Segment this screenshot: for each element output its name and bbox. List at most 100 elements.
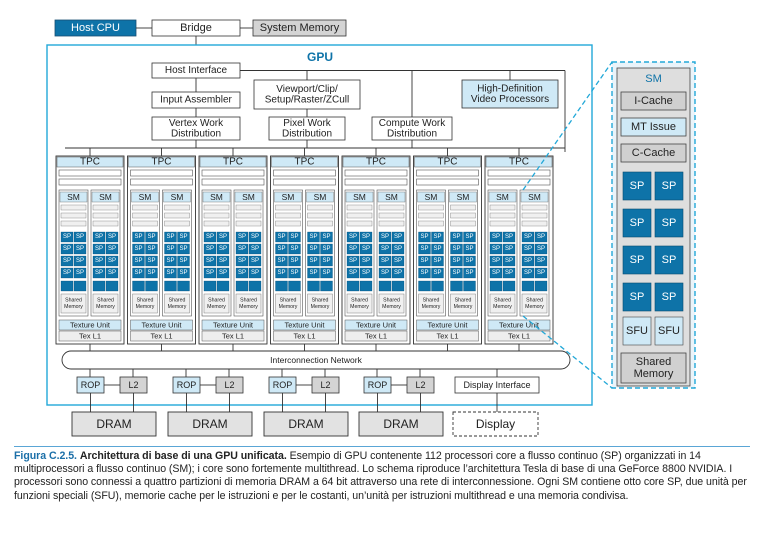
tpc-geometry-bar <box>344 169 408 177</box>
sp-cell-label: SP <box>505 258 513 264</box>
sp-cell <box>248 255 262 267</box>
sfu-cell <box>275 280 288 292</box>
dram-label: DRAM <box>96 417 131 431</box>
sm-header <box>202 191 231 203</box>
sm-shared-memory-label: Shared <box>65 298 82 304</box>
display-box <box>452 411 539 437</box>
sp-cell-label: SP <box>238 258 246 264</box>
sp-cell-label: SP <box>134 246 142 252</box>
sm-label: SM <box>67 192 80 202</box>
sp-cell <box>431 243 444 255</box>
sp-cell <box>105 231 119 243</box>
sp-cell-label: SP <box>433 270 441 276</box>
sm-header <box>520 191 549 203</box>
sp-cell <box>359 231 373 243</box>
interconnection-network-label: Interconnection Network <box>270 355 362 365</box>
sm-detail-sfu-label: SFU <box>658 325 680 337</box>
rop-label: ROP <box>368 380 388 390</box>
sp-cell-label: SP <box>134 270 142 276</box>
tex-l1-label: Tex L1 <box>79 332 101 341</box>
sp-cell-label: SP <box>206 258 214 264</box>
sp-cell <box>534 267 548 279</box>
sm-cache-row <box>346 212 373 219</box>
tpc-header <box>485 156 553 168</box>
rop-label: ROP <box>177 380 197 390</box>
tpc-controller-bar <box>130 178 193 186</box>
sm-detail-title: SM <box>645 73 662 85</box>
sp-cell-label: SP <box>394 246 402 252</box>
sp-cell-label: SP <box>251 258 259 264</box>
tpc-controller-bar <box>201 178 265 186</box>
sfu-cell <box>288 280 301 292</box>
sp-cell-label: SP <box>322 258 330 264</box>
sm-shared-memory-label: Memory <box>422 304 441 310</box>
input-assembler-label: Input Assembler <box>160 95 232 106</box>
sp-cell-label: SP <box>108 258 116 264</box>
sm-cache-row <box>235 204 262 211</box>
tpc-header <box>199 156 267 168</box>
sp-cell <box>145 243 158 255</box>
sp-cell-label: SP <box>420 258 428 264</box>
sp-cell-label: SP <box>537 246 545 252</box>
sp-cell-label: SP <box>63 246 71 252</box>
pixel-work-label-line: Distribution <box>282 128 332 139</box>
sp-cell-label: SP <box>465 270 473 276</box>
sm-shared-memory-label: Shared <box>240 298 257 304</box>
sp-cell-label: SP <box>362 246 370 252</box>
sm-shared-memory <box>489 293 516 314</box>
sp-cell <box>105 267 119 279</box>
sfu-cell <box>60 280 74 292</box>
tpc-geometry-bar <box>130 169 193 177</box>
vertex-work-label-line: Vertex Work <box>169 118 224 129</box>
sp-cell <box>203 255 217 267</box>
sm-shared-memory <box>418 293 444 314</box>
tpc-controller-bar <box>273 178 336 186</box>
tpc-geometry-bar <box>273 169 336 177</box>
tex-l1-box <box>58 330 122 342</box>
sp-cell-label: SP <box>322 234 330 240</box>
sp-cell-label: SP <box>108 246 116 252</box>
sm-shared-memory <box>521 293 548 314</box>
sp-cell-label: SP <box>381 234 389 240</box>
dram-box <box>167 411 253 437</box>
sp-cell-label: SP <box>537 234 545 240</box>
sm-cache-row <box>450 220 476 227</box>
sm-shared-memory <box>235 293 262 314</box>
pixel-work-label-line: Pixel Work <box>283 118 332 129</box>
sp-cell <box>378 255 392 267</box>
sp-cell-label: SP <box>277 234 285 240</box>
sp-cell <box>164 243 177 255</box>
sp-cell-label: SP <box>179 246 187 252</box>
sfu-cell <box>203 280 217 292</box>
sp-cell-label: SP <box>537 258 545 264</box>
sm-detail-sp-label: SP <box>630 291 645 303</box>
sp-cell-label: SP <box>63 258 71 264</box>
sm-detail-sfu <box>654 316 684 346</box>
sp-cell-label: SP <box>206 234 214 240</box>
sp-cell <box>534 231 548 243</box>
tpc-controller-bar <box>487 178 551 186</box>
sp-cell-label: SP <box>309 246 317 252</box>
sp-cell-label: SP <box>452 270 460 276</box>
sm-shared-memory-label: Shared <box>423 298 440 304</box>
tex-l1-box <box>201 330 265 342</box>
sm-detail-sp <box>654 282 684 312</box>
sm-shared-memory-label: Memory <box>493 304 512 310</box>
sm-cache-row <box>378 212 405 219</box>
sp-cell <box>164 267 177 279</box>
sp-cell-label: SP <box>492 258 500 264</box>
zoom-line-bottom <box>522 315 613 389</box>
texture-unit-label: Texture Unit <box>141 321 182 330</box>
sp-cell <box>502 243 516 255</box>
sp-cell <box>73 243 87 255</box>
sp-cell <box>235 243 249 255</box>
l2-label: L2 <box>128 380 138 390</box>
sm-detail-shared-memory-label-line: Memory <box>634 368 674 380</box>
gpu-title: GPU <box>307 50 333 64</box>
sm-shared-memory-label: Shared <box>526 298 543 304</box>
sp-cell <box>463 267 476 279</box>
sp-cell-label: SP <box>322 270 330 276</box>
sm-detail-sp <box>622 171 652 201</box>
sm-cache-row <box>450 204 476 211</box>
sm-shared-memory-label: Shared <box>280 298 297 304</box>
